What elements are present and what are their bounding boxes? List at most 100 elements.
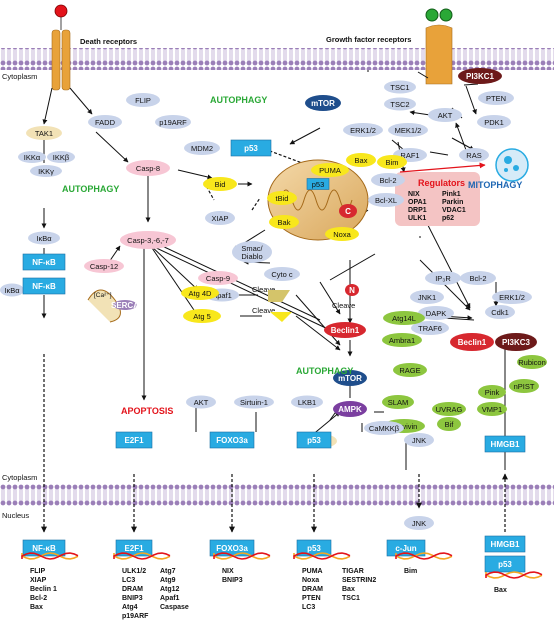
- node-label-casp367: Casp-3,-6,-7: [127, 236, 169, 245]
- node-label-noxa: Noxa: [333, 230, 351, 239]
- node-akt: AKT: [428, 108, 462, 122]
- node-ambra1: Ambra1: [382, 333, 422, 347]
- node-noxa: Noxa: [325, 227, 359, 241]
- gene-cjun-0: Bim: [404, 568, 417, 575]
- node-label-ambra1: Ambra1: [389, 336, 415, 345]
- gene-nfkb-2: Beclin 1: [30, 586, 57, 593]
- node-ras: RAS: [459, 148, 489, 162]
- node-smac: Smac/Diablo: [232, 241, 272, 263]
- node-tak1: TAK1: [26, 126, 62, 140]
- gene-p53-5: TIGAR: [342, 568, 364, 575]
- node-label-ikkb: IKKβ: [53, 153, 70, 162]
- node-tbid: tBid: [267, 191, 297, 205]
- gene-foxo3a-0: NIX: [222, 568, 234, 575]
- node-label-dapk: DAPK: [426, 309, 446, 318]
- node-ikba: IκBα: [28, 231, 60, 245]
- node-casp12: Casp-12: [84, 259, 124, 273]
- node-label-nfkb2: NF-κB: [32, 282, 56, 291]
- node-label-bid: Bid: [215, 180, 226, 189]
- node-erk12b: ERK1/2: [492, 290, 532, 304]
- node-label-e2f1b: E2F1: [124, 544, 144, 553]
- node-label-jnk: JNK: [412, 436, 426, 445]
- node-xiap: XIAP: [205, 211, 235, 225]
- node-slam: SLAM: [382, 395, 414, 409]
- node-c: C: [339, 204, 357, 218]
- node-label-rage: RAGE: [399, 366, 420, 375]
- nuclear-membrane: [0, 484, 554, 506]
- growth-factor-receptors-label: Growth factor receptors: [326, 35, 411, 44]
- node-puma: PUMA: [311, 163, 349, 177]
- cytoplasm-label-top: Cytoplasm: [2, 72, 37, 81]
- dna-helix-hmgb1: [485, 571, 543, 579]
- gene-e2f1-6: Atg7: [160, 568, 176, 575]
- dna-helix-cjun: [395, 552, 453, 560]
- regulators-label: Regulators: [418, 178, 465, 188]
- node-p19arf: p19ARF: [155, 115, 191, 129]
- node-label-ampk: AMPK: [338, 405, 362, 414]
- mitophagy-vesicle-icon: [495, 148, 529, 182]
- gene-e2f1-1: LC3: [122, 577, 135, 584]
- node-label-bak: Bak: [278, 218, 291, 227]
- node-serca: SERCA: [111, 300, 139, 310]
- node-foxo3a: FOXO3a: [209, 431, 255, 449]
- regulator-gene-p62: p62: [442, 215, 454, 222]
- node-label-foxo3a: FOXO3a: [216, 436, 248, 445]
- node-pi3kc1: PI3KC1: [458, 68, 502, 84]
- node-label-p53: p53: [244, 144, 258, 153]
- node-label-uvrag: UVRAG: [436, 405, 463, 414]
- node-hmgb1b: HMGB1: [484, 535, 526, 553]
- node-pi3kc3: PI3KC3: [495, 333, 537, 351]
- node-label-akt: AKT: [438, 111, 453, 120]
- node-bif: Bif: [437, 417, 461, 431]
- node-jnk1: JNK1: [410, 290, 444, 304]
- node-ikba2: IκBα: [0, 283, 24, 297]
- node-label-ras: RAS: [466, 151, 481, 160]
- node-nfkb2: NF-κB: [22, 277, 66, 295]
- node-label-slam: SLAM: [388, 398, 408, 407]
- node-label-atg4d: Atg 4D: [189, 289, 213, 298]
- gene-e2f1-10: Caspase: [160, 604, 189, 611]
- node-label-casp9: Casp-9: [206, 274, 230, 283]
- gene-e2f1-8: Atg12: [160, 586, 180, 593]
- node-label-raf1: RAF1: [400, 151, 419, 160]
- gene-p53-3: PTEN: [302, 595, 321, 602]
- node-label-n: N: [349, 286, 355, 295]
- node-label-survivin: Survivin: [391, 422, 418, 431]
- node-npist: nPIST: [509, 379, 539, 393]
- gene-p53-2: DRAM: [302, 586, 323, 593]
- regulator-gene-ulk1: ULK1: [408, 215, 426, 222]
- node-bid: Bid: [203, 177, 237, 191]
- node-label-bax: Bax: [355, 156, 368, 165]
- gene-e2f1-5: p19ARF: [122, 613, 149, 620]
- node-label-ikba2: IκBα: [4, 286, 20, 295]
- nucleus-label: Nucleus: [2, 511, 29, 520]
- node-ikkb: IKKβ: [47, 151, 75, 163]
- gene-e2f1-0: ULK1/2: [122, 568, 146, 575]
- cleave-label-3: Cleave: [332, 301, 355, 310]
- regulator-gene-opa1: OPA1: [408, 199, 427, 206]
- node-nfkb: NF-κB: [22, 253, 66, 271]
- node-label-flip: FLIP: [135, 96, 151, 105]
- node-label-atg5: Atg 5: [193, 312, 211, 321]
- node-label-nfkb: NF-κB: [32, 258, 56, 267]
- node-pten: PTEN: [478, 91, 514, 105]
- node-fadd: FADD: [88, 115, 122, 129]
- regulator-gene-vdac1: VDAC1: [442, 207, 466, 214]
- node-bim: Bim: [377, 155, 407, 169]
- node-ip3r: IP₃R: [425, 271, 461, 285]
- node-label-pdk1: PDK1: [484, 118, 504, 127]
- node-label-hmgb1b: HMGB1: [491, 540, 520, 549]
- node-label-smac: Diablo: [241, 252, 262, 261]
- node-label-erk12b: ERK1/2: [499, 293, 525, 302]
- node-mdm2: MDM2: [184, 141, 220, 155]
- node-beclin1: Beclin1: [324, 322, 366, 338]
- node-p53d: p53: [296, 539, 332, 557]
- death-receptor-icon: [51, 4, 71, 91]
- regulators-box: [395, 172, 480, 226]
- node-label-atg14l: Atg14L: [392, 314, 416, 323]
- node-label-camkkb: CaMKKβ: [369, 424, 400, 433]
- node-p53m: p53: [306, 178, 330, 190]
- node-e2f1b: E2F1: [115, 539, 153, 557]
- node-ikka: IKKα: [18, 151, 46, 163]
